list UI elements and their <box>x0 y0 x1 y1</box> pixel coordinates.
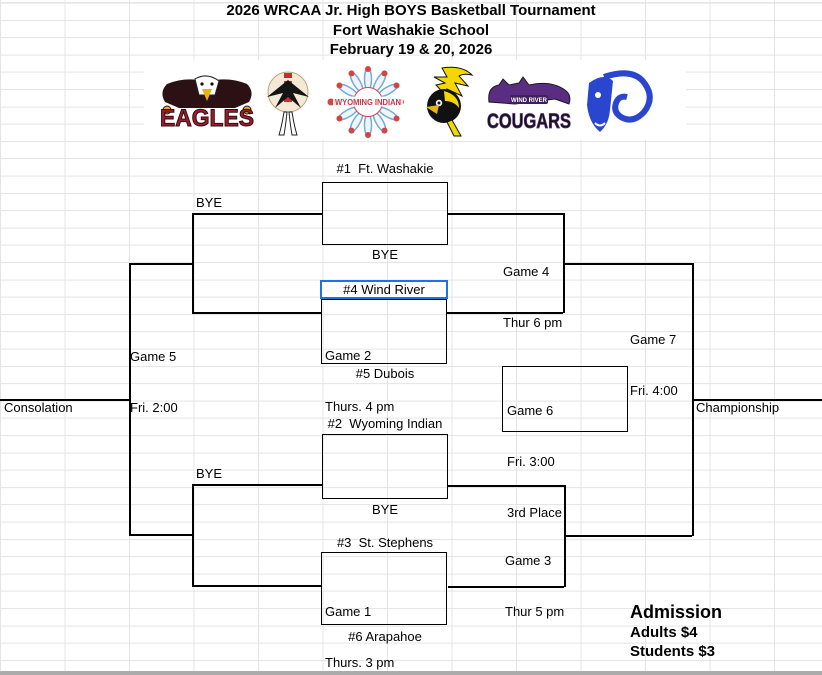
game1-box <box>321 552 447 625</box>
eagle-talon-right <box>242 105 252 115</box>
game1-left-line <box>192 585 321 587</box>
blue-ram-logo <box>587 70 653 132</box>
hawk-body-shape <box>427 89 461 123</box>
game3-bottom-input-line <box>448 586 564 588</box>
hawk-eye-inner <box>437 101 441 105</box>
cougars-banner <box>510 95 548 104</box>
bye-label-bottom-left: BYE <box>196 466 223 481</box>
game1-name: Game 1 <box>325 604 372 619</box>
consolation-label: Consolation <box>4 400 73 415</box>
yellow-hawk-lightning-logo <box>426 66 474 137</box>
game2-label: Game 2 Thurs. 4 pm <box>325 313 394 449</box>
consolation-top-mid-line <box>129 263 192 265</box>
championship-line <box>692 399 822 401</box>
game6-name: Game 6 <box>507 403 554 418</box>
bye-label-bottom-center: BYE <box>371 502 398 517</box>
bye-label-top-left: BYE <box>196 195 223 210</box>
game6-note: 3rd Place <box>507 505 562 520</box>
game5-time: Fri. 2:00 <box>130 400 178 415</box>
admission-students: Students $3 <box>630 642 716 660</box>
logo-panel: EAGLES <box>144 60 686 140</box>
game1-label: Game 1 Thurs. 3 pm <box>325 569 394 675</box>
game6-label: Game 6 Fri. 3:00 3rd Place <box>507 368 562 555</box>
wyoming-indian-logo-text: WYOMING INDIAN <box>335 98 401 107</box>
wind-river-banner-text: WIND RIVER <box>511 98 548 104</box>
game4-vertical <box>563 213 565 313</box>
st-stephens-eagle-logo <box>267 71 309 136</box>
ram-horn-spiral <box>603 70 653 123</box>
eagle-beak-shape <box>202 89 212 101</box>
seed1-label: #1 Ft. Washakie <box>336 161 434 176</box>
game3-label: Game 3 Thur 5 pm <box>505 518 564 654</box>
championship-vertical <box>692 263 694 536</box>
admission-heading: Admission <box>630 602 723 622</box>
cougars-logo-text: COUGARS <box>487 110 571 133</box>
seed1-score-box <box>322 182 448 245</box>
bye-line-bottom-left <box>192 484 322 486</box>
tournament-title: 2026 WRCAA Jr. High BOYS Basketball Tour… <box>226 2 596 19</box>
ram-eye <box>595 92 601 98</box>
game3-vertical <box>564 485 566 587</box>
game3-time: Thur 5 pm <box>505 604 565 619</box>
black-eagle-silhouette <box>267 80 309 108</box>
game6-time: Fri. 3:00 <box>507 454 555 469</box>
red-bear-mark <box>327 98 335 106</box>
hawk-feather-shape <box>446 119 462 137</box>
eagles-logo: EAGLES <box>160 75 255 133</box>
game4-name: Game 4 <box>503 264 550 279</box>
eagles-logo-text: EAGLES <box>160 105 254 132</box>
tournament-dates: February 19 & 20, 2026 <box>329 41 493 58</box>
seed2-score-box <box>322 434 448 499</box>
ram-nose-line <box>594 122 606 127</box>
eagle-eye-right <box>210 82 214 86</box>
seed2-label: #2 Wyoming Indian <box>327 416 443 431</box>
eagle-talon-left <box>162 105 172 115</box>
game5-label: Game 5 Fri. 2:00 <box>130 314 178 450</box>
hanging-feathers <box>278 111 298 136</box>
game4-time: Thur 6 pm <box>503 315 563 330</box>
seed3-label: #3 St. Stephens <box>336 535 434 550</box>
eagle-eye-left <box>200 82 204 86</box>
game4-winner-line <box>563 263 692 265</box>
hawk-beak-shape <box>426 105 439 114</box>
game7-label: Game 7 Fri. 4:00 <box>630 297 678 433</box>
consolation-final-line <box>0 399 129 401</box>
game4-bottom-input-line <box>447 312 563 314</box>
game2-time: Thurs. 4 pm <box>325 399 395 414</box>
logo-text-band <box>333 96 403 107</box>
cougar-shape <box>488 76 571 105</box>
ram-face-shape <box>587 76 613 132</box>
admission-adults: Adults $4 <box>630 624 698 641</box>
seed6-label: #6 Arapahoe <box>348 629 422 644</box>
game6-box <box>502 366 628 432</box>
game3-name: Game 3 <box>505 553 552 568</box>
eagle-head-shape <box>194 75 220 96</box>
sheet-bottom-edge <box>0 671 822 675</box>
hawk-crest-shape <box>444 91 459 108</box>
wind-river-cougars-logo: WIND RIVER COUGARS <box>487 76 571 133</box>
consolation-bottom-vertical <box>192 484 194 586</box>
game2-name: Game 2 <box>325 348 372 363</box>
game1-time: Thurs. 3 pm <box>325 655 395 670</box>
game4-top-input-line <box>448 213 563 215</box>
tournament-location: Fort Washakie School <box>332 22 490 39</box>
bye-line-top-left <box>192 213 322 215</box>
game2-box <box>321 299 447 364</box>
consolation-bottom-mid-line <box>129 534 192 536</box>
consolation-top-vertical <box>192 213 194 313</box>
admission-block: Admission Adults $4 Students $3 <box>630 601 722 661</box>
selected-cell-wind-river[interactable]: #4 Wind River <box>320 280 448 299</box>
game3-top-input-line <box>448 485 564 487</box>
game7-time: Fri. 4:00 <box>630 383 678 398</box>
game2-left-line <box>192 312 321 314</box>
wyoming-indian-logo: WYOMING INDIAN <box>327 66 404 138</box>
consolation-main-vertical <box>129 263 131 535</box>
championship-label: Championship <box>696 400 780 415</box>
game5-name: Game 5 <box>130 349 177 364</box>
game4-label: Game 4 Thur 6 pm <box>503 229 562 365</box>
bye-label-top-center: BYE <box>371 247 398 262</box>
seed5-label: #5 Dubois <box>355 366 415 381</box>
game3-winner-line <box>564 535 692 537</box>
game7-name: Game 7 <box>630 332 677 347</box>
